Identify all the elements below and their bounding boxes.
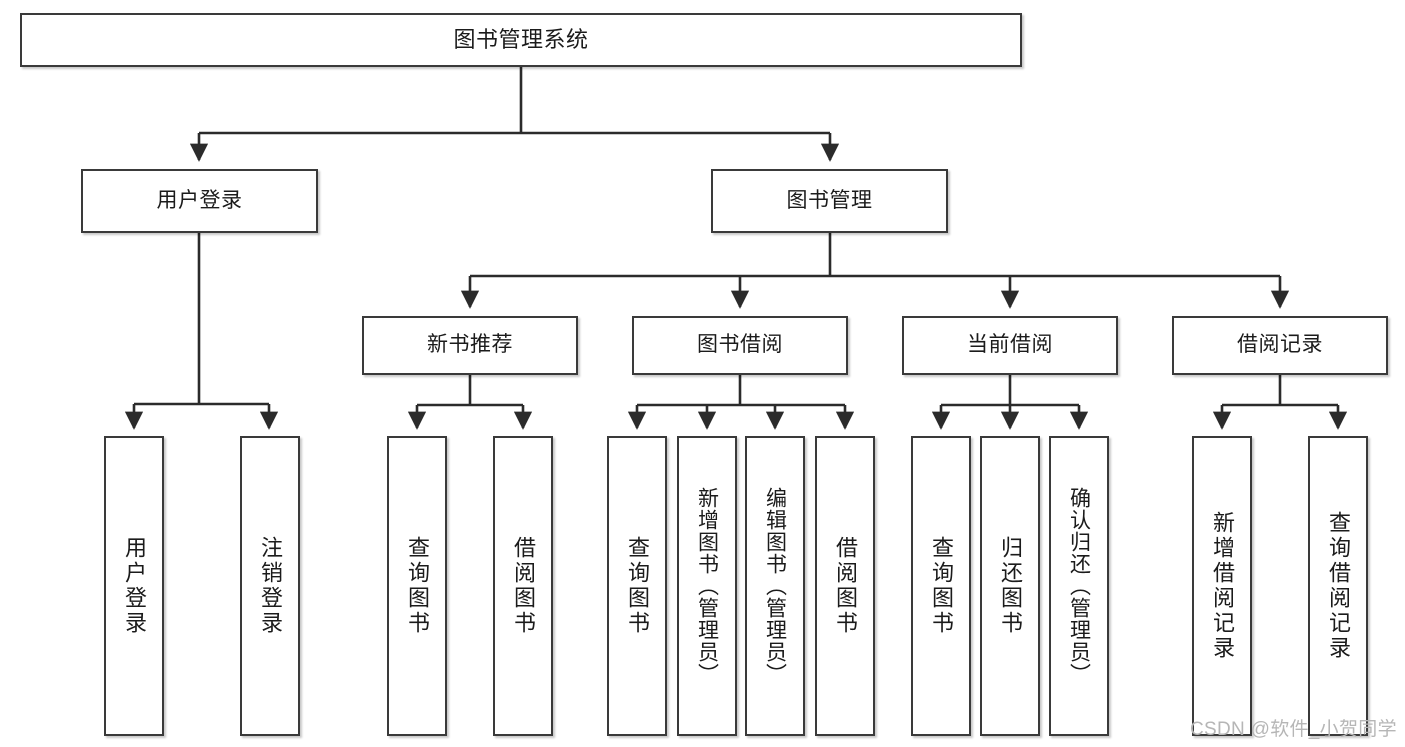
leaf-current-confirm-return-admin[interactable]: 确认归还（管理员） [1049, 436, 1109, 736]
node-new-book-recommend[interactable]: 新书推荐 [362, 316, 578, 375]
node-book-management-label: 图书管理 [786, 188, 873, 212]
leaf-current-return-book[interactable]: 归还图书 [980, 436, 1040, 736]
leaf-borrow-borrow-book-label: 借阅图书 [833, 536, 858, 636]
leaf-borrow-add-book-admin-label: 新增图书（管理员） [695, 487, 719, 685]
watermark-text: CSDN @软件_小贺同学 [1190, 719, 1397, 740]
leaf-record-add-record-label: 新增借阅记录 [1210, 511, 1235, 661]
leaf-user-login[interactable]: 用户登录 [104, 436, 164, 736]
leaf-borrow-edit-book-admin[interactable]: 编辑图书（管理员） [745, 436, 805, 736]
node-book-borrow-label: 图书借阅 [697, 333, 783, 357]
leaf-logout[interactable]: 注销登录 [240, 436, 300, 736]
node-user-login-label: 用户登录 [156, 188, 243, 212]
leaf-current-confirm-return-admin-label: 确认归还（管理员） [1067, 487, 1091, 685]
leaf-record-query-record-label: 查询借阅记录 [1326, 511, 1351, 661]
leaf-current-query-book[interactable]: 查询图书 [911, 436, 971, 736]
leaf-record-add-record[interactable]: 新增借阅记录 [1192, 436, 1252, 736]
leaf-newbook-borrow-book-label: 借阅图书 [511, 536, 536, 636]
node-new-book-recommend-label: 新书推荐 [427, 333, 513, 357]
node-current-borrow[interactable]: 当前借阅 [902, 316, 1118, 375]
leaf-borrow-add-book-admin[interactable]: 新增图书（管理员） [677, 436, 737, 736]
leaf-borrow-borrow-book[interactable]: 借阅图书 [815, 436, 875, 736]
node-borrow-record[interactable]: 借阅记录 [1172, 316, 1388, 375]
node-book-management[interactable]: 图书管理 [711, 169, 948, 233]
leaf-logout-label: 注销登录 [258, 536, 283, 636]
node-borrow-record-label: 借阅记录 [1237, 333, 1323, 357]
leaf-borrow-query-book[interactable]: 查询图书 [607, 436, 667, 736]
leaf-newbook-borrow-book[interactable]: 借阅图书 [493, 436, 553, 736]
node-user-login[interactable]: 用户登录 [81, 169, 318, 233]
leaf-newbook-query-book[interactable]: 查询图书 [387, 436, 447, 736]
node-book-borrow[interactable]: 图书借阅 [632, 316, 848, 375]
leaf-borrow-query-book-label: 查询图书 [625, 536, 650, 636]
leaf-user-login-label: 用户登录 [122, 536, 147, 636]
leaf-current-query-book-label: 查询图书 [929, 536, 954, 636]
node-root[interactable]: 图书管理系统 [20, 13, 1022, 67]
node-root-label: 图书管理系统 [453, 27, 589, 53]
leaf-newbook-query-book-label: 查询图书 [405, 536, 430, 636]
leaf-current-return-book-label: 归还图书 [998, 536, 1023, 636]
leaf-record-query-record[interactable]: 查询借阅记录 [1308, 436, 1368, 736]
node-current-borrow-label: 当前借阅 [967, 333, 1053, 357]
leaf-borrow-edit-book-admin-label: 编辑图书（管理员） [763, 487, 787, 685]
